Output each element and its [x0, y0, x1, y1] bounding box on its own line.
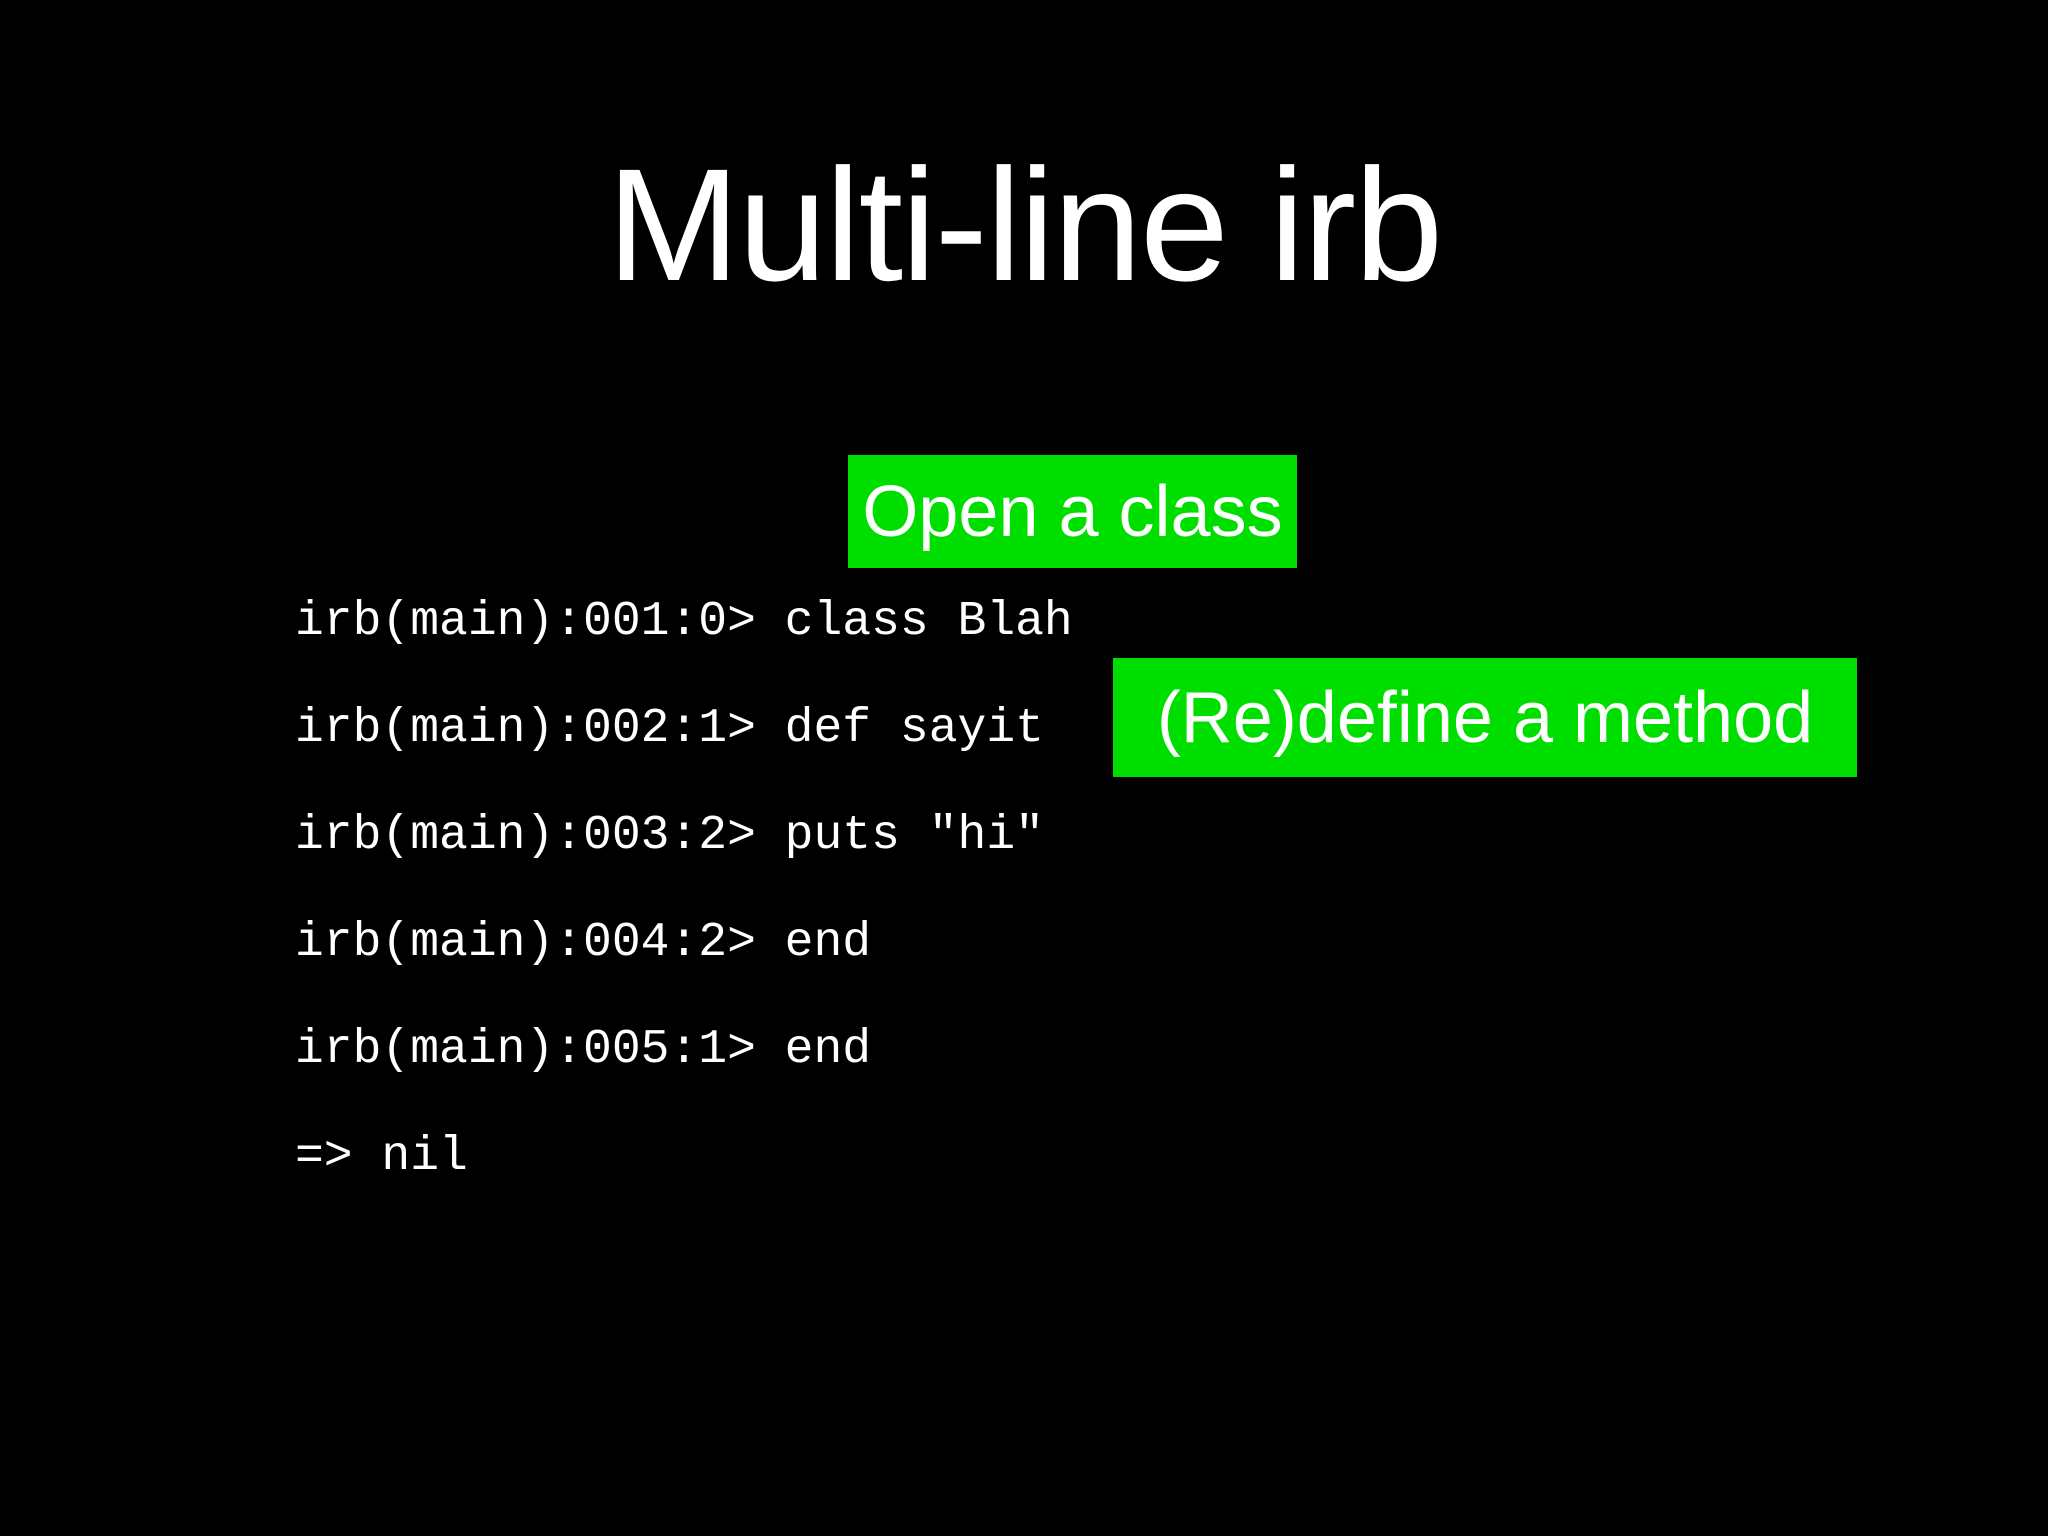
callout-open-a-class: Open a class	[848, 455, 1297, 568]
terminal-line-4: irb(main):004:2> end	[295, 915, 872, 970]
terminal-line-result: => nil	[295, 1129, 468, 1184]
terminal-line-5: irb(main):005:1> end	[295, 1022, 872, 1077]
callout-open-a-class-label: Open a class	[862, 471, 1283, 552]
slide-title: Multi-line irb	[606, 135, 1443, 314]
callout-redefine-a-method-label: (Re)define a method	[1156, 677, 1814, 758]
terminal-line-3: irb(main):003:2> puts "hi"	[295, 808, 1044, 863]
callout-redefine-a-method: (Re)define a method	[1113, 658, 1857, 777]
terminal-line-2: irb(main):002:1> def sayit	[295, 701, 1044, 756]
terminal-line-1: irb(main):001:0> class Blah	[295, 594, 1073, 649]
irb-terminal-transcript: irb(main):001:0> class Blah irb(main):00…	[295, 568, 1073, 1210]
